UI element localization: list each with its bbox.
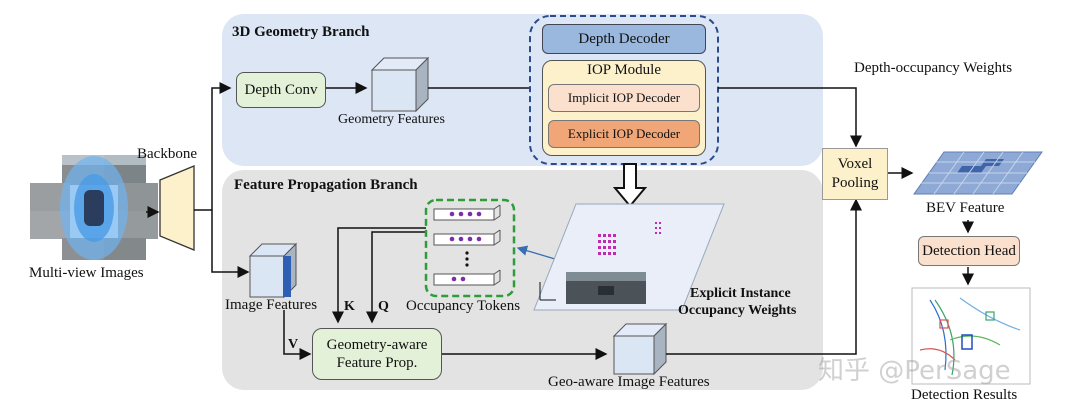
backbone-block	[159, 165, 195, 251]
geo-prop-line2: Feature Prop.	[336, 355, 418, 371]
geo-aware-features-cube	[612, 322, 668, 376]
multi-view-images	[30, 155, 158, 260]
depth-decoder-label: Depth Decoder	[578, 30, 670, 47]
instance-occupancy-scene	[533, 203, 725, 311]
implicit-iop-decoder-label: Implicit IOP Decoder	[567, 90, 681, 105]
geometry-aware-prop-block: Geometry-aware Feature Prop.	[312, 328, 442, 380]
depth-conv-block: Depth Conv	[236, 72, 326, 108]
geometry-features-cube	[370, 56, 430, 113]
depth-decoder-block: Depth Decoder	[542, 24, 706, 54]
occupancy-tokens-label: Occupancy Tokens	[406, 298, 521, 314]
geo-prop-line1: Geometry-aware	[326, 337, 428, 353]
geometry-branch-title: 3D Geometry Branch	[232, 24, 370, 40]
detection-head-label: Detection Head	[922, 242, 1016, 259]
down-arrow-hollow	[612, 163, 648, 208]
geo-aware-features-label: Geo-aware Image Features	[548, 374, 710, 390]
voxel-pooling-line1: Voxel	[837, 156, 873, 172]
voxel-pooling-line2: Pooling	[831, 175, 879, 191]
voxel-pooling-block: Voxel Pooling	[822, 148, 888, 200]
watermark-text: 知乎 @PerSage	[818, 356, 1011, 386]
backbone-label: Backbone	[137, 146, 197, 162]
multi-view-images-label: Multi-view Images	[29, 265, 144, 281]
v-label: V	[288, 337, 299, 352]
k-label: K	[344, 299, 355, 314]
implicit-iop-decoder-block: Implicit IOP Decoder	[548, 84, 700, 112]
image-features-label: Image Features	[225, 297, 318, 313]
depth-occupancy-weights-label: Depth-occupancy Weights	[854, 60, 1013, 76]
explicit-iop-decoder-label: Explicit IOP Decoder	[567, 126, 681, 141]
explicit-weights-line2: Occupancy Weights	[678, 303, 797, 318]
depth-conv-label: Depth Conv	[244, 81, 318, 98]
detection-results-plot	[911, 287, 1031, 385]
detection-head-block: Detection Head	[918, 236, 1020, 266]
bev-feature-label: BEV Feature	[926, 200, 1005, 216]
explicit-weights-line1: Explicit Instance	[690, 286, 791, 301]
image-features-cube	[248, 242, 298, 299]
q-label: Q	[378, 299, 389, 314]
occupancy-tokens-container	[424, 198, 516, 298]
iop-module-label: IOP Module	[586, 62, 662, 78]
bev-feature-grid	[913, 151, 1043, 195]
feature-branch-title: Feature Propagation Branch	[234, 177, 418, 193]
detection-results-label: Detection Results	[911, 387, 1018, 403]
explicit-iop-decoder-block: Explicit IOP Decoder	[548, 120, 700, 148]
token-bars	[433, 204, 501, 286]
geometry-features-label: Geometry Features	[338, 112, 445, 127]
